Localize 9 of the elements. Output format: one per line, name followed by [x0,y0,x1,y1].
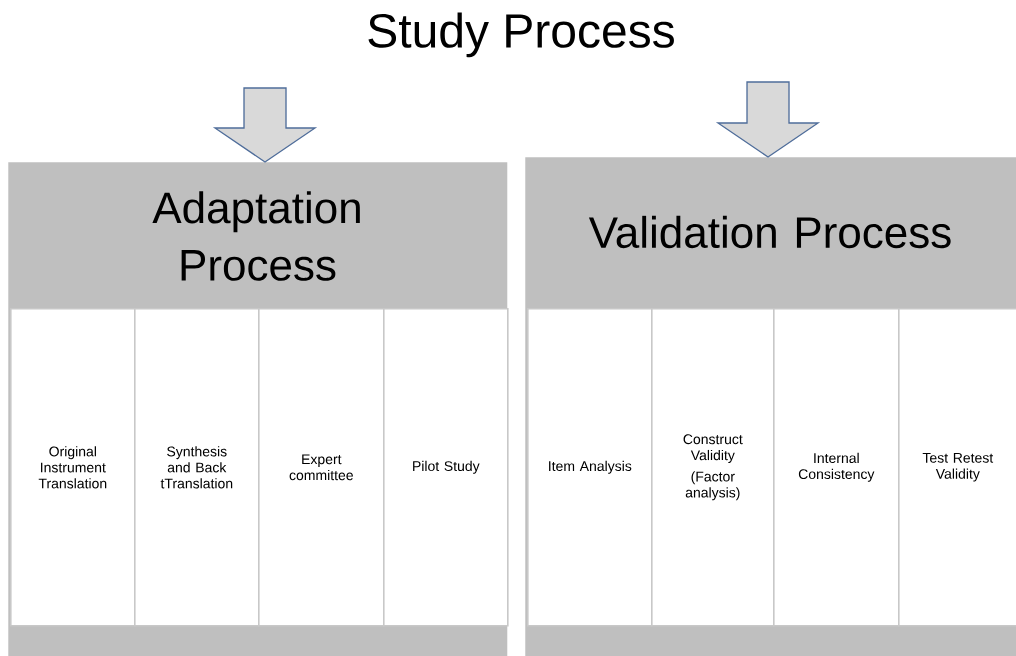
title: Study Process [368,12,674,58]
step-box: Internal Consistency [773,308,900,627]
step-box: Original Instrument Translation [10,308,136,627]
step-box: Test Retest Validity [898,308,1016,627]
step-box: Expert committee [258,308,385,627]
step-box: Synthesis and Back tTranslation [134,308,260,627]
step-box: Pilot Study [383,308,509,627]
step-box: Construct Validity (Factor analysis) [651,308,775,627]
step-box: Item Analysis [527,308,653,627]
